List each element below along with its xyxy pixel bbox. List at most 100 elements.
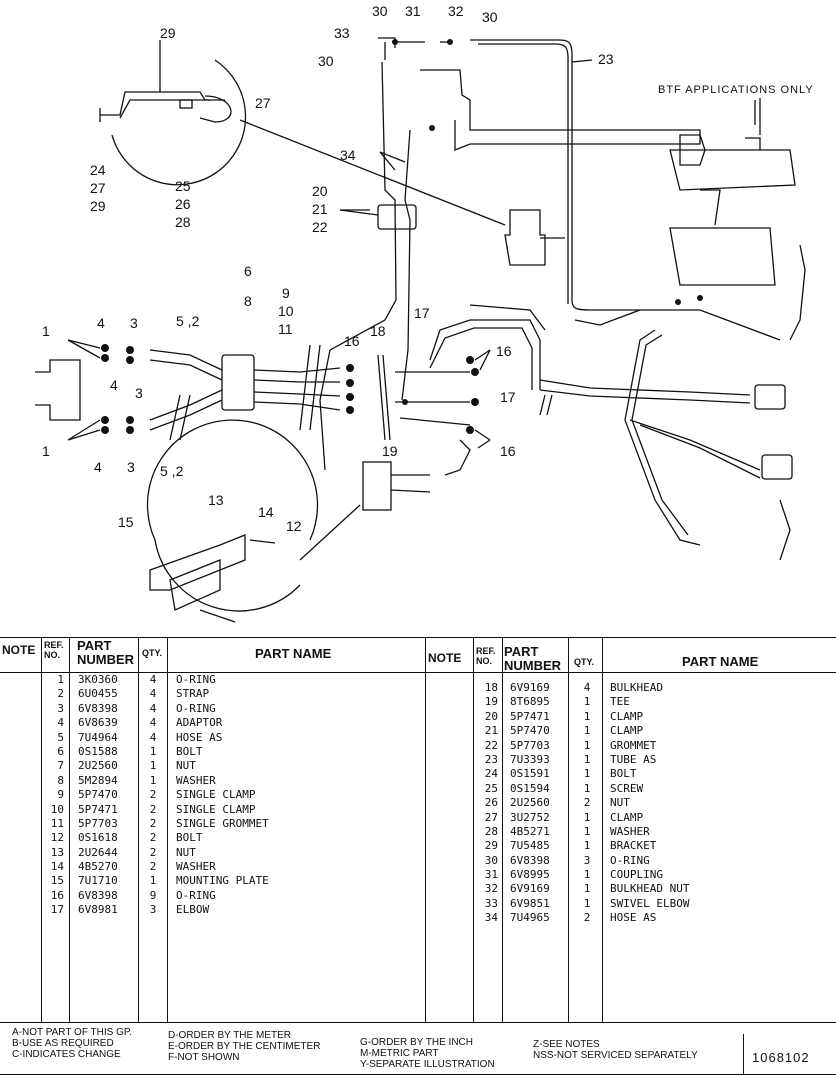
right-name-cell: HOSE AS [610,911,657,925]
callout-16: 16 [496,343,512,359]
callout-29: 29 [90,198,106,214]
callout-1: 1 [42,443,50,459]
left-part-cell: 5P7470 [78,788,118,802]
left-qty-cell: 1 [149,773,157,787]
right-name-cell: CLAMP [610,810,644,824]
left-name-cell: WASHER [176,773,216,787]
left-ref-cell: 10 [50,802,64,816]
right-qty-cell: 1 [583,810,591,824]
detail-circle-top [111,59,247,186]
left-qty-cell: 4 [149,730,157,744]
btf-applications-note: BTF APPLICATIONS ONLY [658,84,814,96]
callout-30: 30 [318,53,334,69]
left-part-cell: 7U1710 [78,874,118,888]
left-ref-cell: 3 [57,701,64,715]
right-name-cell: SWIVEL ELBOW [610,896,690,910]
right-name-cell: BOLT [610,767,637,781]
callout-27: 27 [255,95,271,111]
callout-15: 15 [118,514,134,530]
right-ref-cell: 30 [484,853,498,867]
right-part-cell: 6V9169 [510,882,550,896]
right-name-cell: CLAMP [610,709,644,723]
right-part-cell: 5P7703 [510,738,550,752]
left-name-cell: SINGLE CLAMP [176,788,256,802]
left-name-cell: HOSE AS [176,730,223,744]
right-qty-cell: 1 [583,709,591,723]
left-part-cell: 5P7703 [78,816,118,830]
left-part-cell: 5P7471 [78,802,118,816]
callout-5-2: 5 ,2 [176,313,200,329]
callout-6: 6 [244,263,252,279]
right-ref-cell: 29 [484,839,498,853]
right-ref-cell: 21 [484,724,498,738]
left-part-cell: 0S1588 [78,744,118,758]
callout-19: 19 [382,443,398,459]
right-qty-cell: 1 [583,767,591,781]
header-part-name: PART NAME [255,646,332,661]
left-name-cell: BOLT [176,831,203,845]
right-qty-cell: 1 [583,781,591,795]
right-qty-cell: 1 [583,824,591,838]
right-name-cell: TEE [610,695,630,709]
right-name-cell: CLAMP [610,724,644,738]
right-part-cell: 6V9851 [510,896,550,910]
right-part-cell: 5P7471 [510,709,550,723]
right-ref-cell: 23 [484,752,498,766]
callout-12: 12 [286,518,302,534]
left-part-cell: 0S1618 [78,831,118,845]
callout-8: 8 [244,293,252,309]
left-part-cell: 6U0455 [78,687,118,701]
right-name-cell: NUT [610,796,630,810]
left-part-cell: 2U2560 [78,759,118,773]
left-ref-cell: 1 [57,673,64,686]
callout-14: 14 [258,504,274,520]
right-part-cell: 7U5485 [510,839,550,853]
callout-4: 4 [97,315,105,331]
right-qty-cell: 1 [583,752,591,766]
left-ref-cell: 15 [50,874,64,888]
header-ref-no: REF. NO. [44,640,64,660]
right-name-cell: TUBE AS [610,752,657,766]
left-ref-cell: 17 [50,903,64,917]
right-name-cell: BULKHEAD [610,681,663,694]
left-name-cell: NUT [176,759,196,773]
left-name-cell: STRAP [176,687,210,701]
header-part-number: PART NUMBER [504,644,562,673]
left-ref-cell: 16 [50,888,64,902]
legend-col-3: G-ORDER BY THE INCH M-METRIC PART Y-SEPA… [360,1037,495,1070]
left-part-cell: 4B5270 [78,860,118,874]
left-qty-cell: 1 [149,759,157,773]
left-qty-cell: 1 [149,874,157,888]
left-name-cell: ADAPTOR [176,716,223,730]
left-name-cell: ELBOW [176,903,210,917]
right-part-cell: 7U4965 [510,911,550,925]
right-qty-cell: 1 [583,896,591,910]
right-qty-cell: 1 [583,882,591,896]
callout-18: 18 [370,323,386,339]
left-qty-cell: 1 [149,744,157,758]
right-ref-cell: 18 [484,681,498,694]
callout-3: 3 [130,315,138,331]
callout-21: 21 [312,201,328,217]
callout-23: 23 [598,51,614,67]
left-ref-cell: 6 [57,744,64,758]
legend-col-1: A-NOT PART OF THIS GP. B-USE AS REQUIRED… [12,1027,133,1060]
callout-33: 33 [334,25,350,41]
right-qty-cell: 2 [583,796,591,810]
right-qty-cell: 1 [583,695,591,709]
right-part-cell: 3U2752 [510,810,550,824]
callout-3: 3 [135,385,143,401]
callout-17: 17 [500,389,516,405]
left-qty-cell: 2 [149,860,157,874]
callout-34: 34 [340,147,356,163]
left-ref-cell: 7 [57,759,64,773]
header-note: NOTE [2,643,36,657]
legend-col-4: Z-SEE NOTES NSS-NOT SERVICED SEPARATELY [533,1039,698,1061]
right-ref-cell: 33 [484,896,498,910]
callout-3: 3 [127,459,135,475]
